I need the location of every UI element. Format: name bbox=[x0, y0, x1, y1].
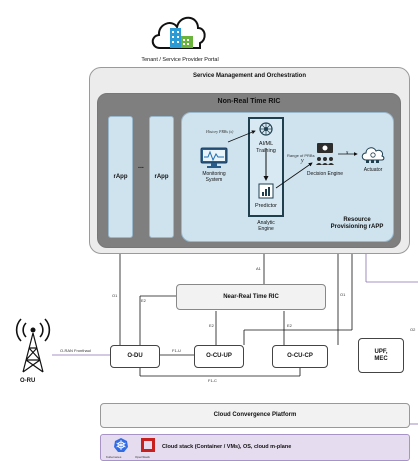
upf-mec-box[interactable]: UPF, MEC bbox=[358, 338, 404, 373]
resource-rapp-label: Resource Provisioning rAPP bbox=[330, 217, 384, 230]
rapp-label-1: rApp bbox=[113, 174, 128, 180]
f1u-label: F1-U bbox=[172, 348, 181, 353]
ocucp-label: O-CU-CP bbox=[287, 353, 313, 359]
monitor-icon bbox=[200, 147, 228, 168]
fronthaul-label: O-RAN Fronthaul bbox=[60, 348, 91, 353]
e2-top-label: E2 bbox=[141, 298, 146, 303]
predictor-label: Predictor bbox=[254, 203, 277, 209]
oru-label: O-RU bbox=[20, 378, 36, 384]
decision-engine-label: Decision Engine bbox=[306, 171, 344, 177]
o1-right-label: O1 bbox=[340, 292, 346, 297]
openstack-icon bbox=[141, 438, 155, 452]
f1c-label: F1-C bbox=[208, 378, 217, 383]
o2-label: O2 bbox=[410, 327, 416, 332]
kubernetes-icon bbox=[114, 438, 128, 452]
analytic-engine-label: Analytic Engine bbox=[257, 220, 275, 232]
smo-title: Service Management and Orchestration bbox=[192, 73, 307, 79]
o1-left-label: O1 bbox=[112, 293, 118, 298]
ocucp-box[interactable]: O-CU-CP bbox=[272, 345, 328, 368]
cloud-stack-label: Cloud stack (Container / VMs), OS, cloud… bbox=[162, 444, 292, 450]
s-label: s bbox=[346, 150, 349, 156]
upf-mec-label: UPF, MEC bbox=[374, 348, 388, 362]
rapp-label-2: rApp bbox=[154, 174, 169, 180]
ocuup-box[interactable]: O-CU-UP bbox=[194, 345, 244, 368]
rapp-box-2[interactable]: rApp bbox=[149, 116, 174, 238]
nonrt-ric-title: Non-Real Time RIC bbox=[217, 98, 281, 105]
cloud-building-icon bbox=[151, 16, 206, 49]
range-prbs-label: Range of PRBs bbox=[287, 153, 315, 158]
brain-circuit-icon bbox=[259, 122, 273, 136]
cloud-gear-icon bbox=[361, 147, 385, 163]
rapp-box-1[interactable]: rApp bbox=[108, 116, 133, 238]
rapp-ellipsis: ... bbox=[138, 163, 144, 170]
near-rt-ric-box[interactable]: Near-Real Time RIC bbox=[176, 284, 326, 310]
openstack-label: OpenStack bbox=[135, 455, 150, 459]
actuator-label: Actuator bbox=[363, 167, 383, 173]
e2-mid-label: E2 bbox=[209, 323, 214, 328]
a1-label: A1 bbox=[256, 266, 261, 271]
decision-engine-icon bbox=[316, 143, 334, 165]
resource-provisioning-panel bbox=[181, 112, 394, 242]
monitoring-label: Monitoring System bbox=[202, 171, 226, 183]
odu-box[interactable]: O-DU bbox=[110, 345, 160, 368]
history-prbs-label: History PRBs (x) bbox=[206, 129, 234, 134]
e2-right-label: E2 bbox=[287, 323, 292, 328]
near-rt-ric-label: Near-Real Time RIC bbox=[223, 293, 279, 300]
predictor-chart-icon bbox=[258, 183, 274, 199]
radio-tower-icon bbox=[15, 318, 51, 373]
cloud-convergence-label: Cloud Convergence Platform bbox=[213, 412, 297, 418]
kubernetes-label: Kubernetes bbox=[106, 455, 122, 459]
odu-label: O-DU bbox=[127, 353, 143, 359]
ocuup-label: O-CU-UP bbox=[206, 353, 232, 359]
portal-label: Tenant / Service Provider Portal bbox=[141, 57, 219, 63]
y-label: y bbox=[301, 158, 304, 164]
cloud-convergence-box: Cloud Convergence Platform bbox=[100, 403, 410, 428]
